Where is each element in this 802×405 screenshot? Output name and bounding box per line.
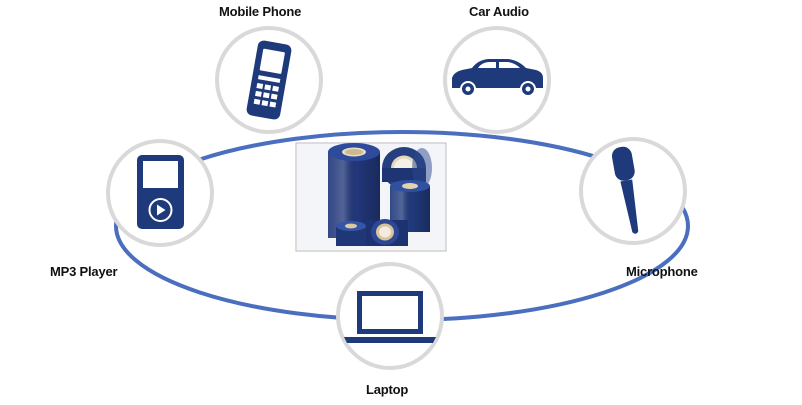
node-mobile-phone (215, 26, 323, 134)
mobile-phone-icon (246, 40, 292, 120)
car-icon (452, 59, 543, 97)
laptop-icon (344, 291, 436, 343)
node-mp3-player (106, 139, 214, 247)
node-laptop (336, 262, 444, 370)
label-mobile-phone: Mobile Phone (219, 4, 302, 19)
mp3-player-icon (137, 155, 184, 229)
label-mp3-player: MP3 Player (50, 264, 118, 279)
node-microphone (579, 137, 687, 245)
label-laptop: Laptop (366, 382, 409, 397)
center-product-photo (295, 142, 447, 252)
node-car-audio (443, 26, 551, 134)
label-car-audio: Car Audio (469, 4, 529, 19)
microphone-icon (611, 146, 639, 234)
label-microphone: Microphone (626, 264, 698, 279)
